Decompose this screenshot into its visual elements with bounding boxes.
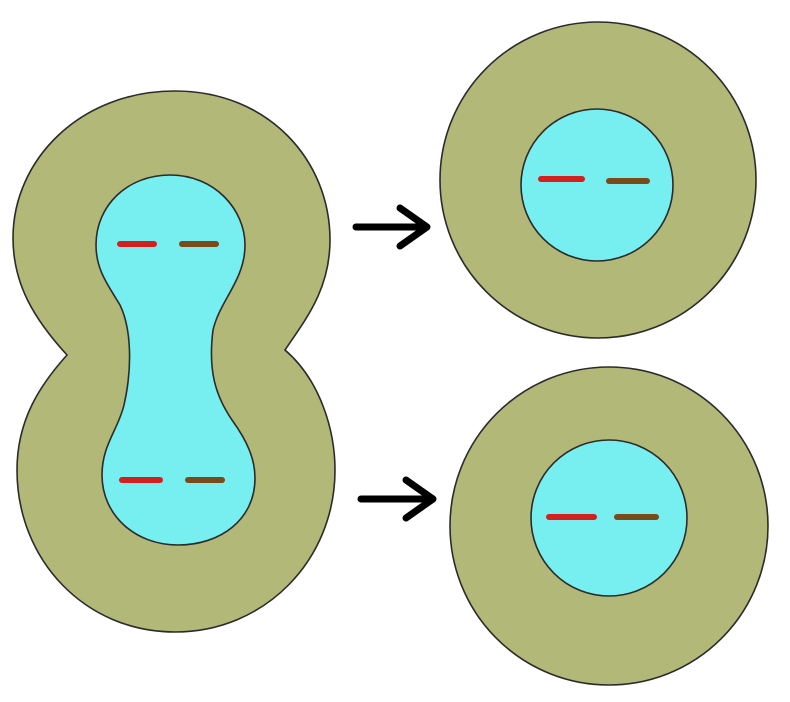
- daughter-cell-top-nucleus: [521, 109, 673, 261]
- arrow-right-icon: [361, 480, 433, 518]
- arrow-right-icon: [356, 208, 427, 246]
- daughter-cell-top: [440, 22, 756, 338]
- daughter-cell-bottom: [450, 367, 768, 685]
- dividing-cell: [13, 91, 335, 632]
